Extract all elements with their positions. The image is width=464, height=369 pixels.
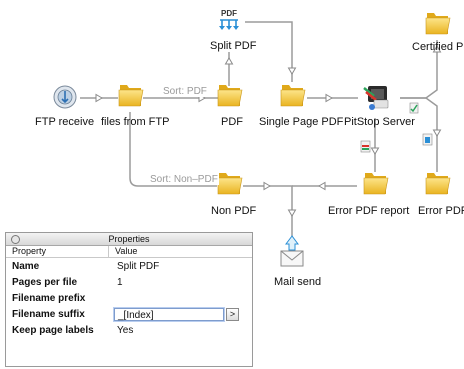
split-pdf-icon[interactable]	[219, 19, 239, 30]
property-row-keep-page-labels[interactable]: Keep page labels Yes	[6, 322, 252, 338]
arrowheads	[95, 45, 441, 217]
filename-suffix-button[interactable]: >	[226, 307, 239, 321]
filename-suffix-input[interactable]: _[Index]	[114, 307, 224, 321]
node-label-pitstop-server[interactable]: PitStop Server	[344, 116, 415, 128]
node-label-single-page-pdf[interactable]: Single Page PDF	[259, 116, 344, 128]
error-checkpoint-icon	[422, 133, 433, 146]
header-property[interactable]: Property	[6, 246, 109, 257]
properties-panel: Properties Property Value Name Split PDF…	[5, 232, 253, 367]
edge-split-to-single	[245, 21, 293, 82]
property-name: Filename suffix	[12, 308, 85, 320]
node-label-non-pdf[interactable]: Non PDF	[211, 205, 257, 217]
split-pdf-badge: PDF	[221, 9, 237, 18]
report-checkpoint-icon	[360, 140, 371, 153]
single-page-pdf-folder-icon[interactable]	[280, 84, 306, 107]
certified-pdf-folder-icon[interactable]	[425, 12, 451, 35]
node-label-files-from-ftp[interactable]: files from FTP	[101, 116, 170, 128]
property-value[interactable]: Split PDF	[117, 260, 160, 272]
edge-label-sort-non-pdf: Sort: Non–PDF	[149, 174, 219, 185]
node-label-pdf[interactable]: PDF	[221, 116, 243, 128]
property-row-name[interactable]: Name Split PDF	[6, 258, 252, 274]
edge-files-to-nonpdf	[129, 112, 217, 187]
node-label-error-pdf-report[interactable]: Error PDF report	[328, 205, 410, 217]
edge-nonpdf-to-mail	[243, 185, 293, 236]
properties-header-row: Property Value	[6, 246, 252, 258]
node-label-mail-send[interactable]: Mail send	[274, 276, 322, 288]
connectors	[80, 21, 438, 236]
node-label-split-pdf[interactable]: Split PDF	[210, 40, 257, 52]
property-value[interactable]: Yes	[117, 324, 134, 336]
pitstop-server-icon[interactable]	[363, 86, 389, 110]
node-label-certified-pdf[interactable]: Certified PDF	[412, 41, 464, 53]
property-value[interactable]: 1	[117, 276, 123, 288]
mail-send-icon[interactable]	[280, 235, 304, 267]
property-name: Name	[12, 260, 40, 272]
node-label-error-pdf[interactable]: Error PDF	[418, 205, 464, 217]
pdf-folder-icon[interactable]	[217, 84, 243, 107]
header-value[interactable]: Value	[115, 246, 138, 256]
error-pdf-report-folder-icon[interactable]	[363, 172, 389, 195]
edge-label-sort-pdf: Sort: PDF	[162, 86, 208, 97]
files-from-ftp-folder-icon[interactable]	[118, 84, 144, 107]
properties-title: Properties	[108, 234, 150, 244]
close-icon[interactable]	[11, 235, 20, 244]
node-label-ftp-receive[interactable]: FTP receive	[35, 116, 95, 128]
property-name: Pages per file	[12, 276, 78, 288]
property-row-pages-per-file[interactable]: Pages per file 1	[6, 274, 252, 290]
error-pdf-folder-icon[interactable]	[425, 172, 451, 195]
property-row-filename-prefix[interactable]: Filename prefix	[6, 290, 252, 306]
property-name: Filename prefix	[12, 292, 86, 304]
certified-checkpoint-icon	[409, 102, 419, 114]
non-pdf-folder-icon[interactable]	[217, 172, 243, 195]
property-name: Keep page labels	[12, 324, 94, 336]
property-row-filename-suffix[interactable]: Filename suffix _[Index] >	[6, 306, 252, 322]
edge-pitstop-to-errorpdf	[400, 97, 438, 172]
ftp-receive-icon[interactable]	[53, 85, 77, 109]
properties-title-bar: Properties	[6, 233, 252, 246]
